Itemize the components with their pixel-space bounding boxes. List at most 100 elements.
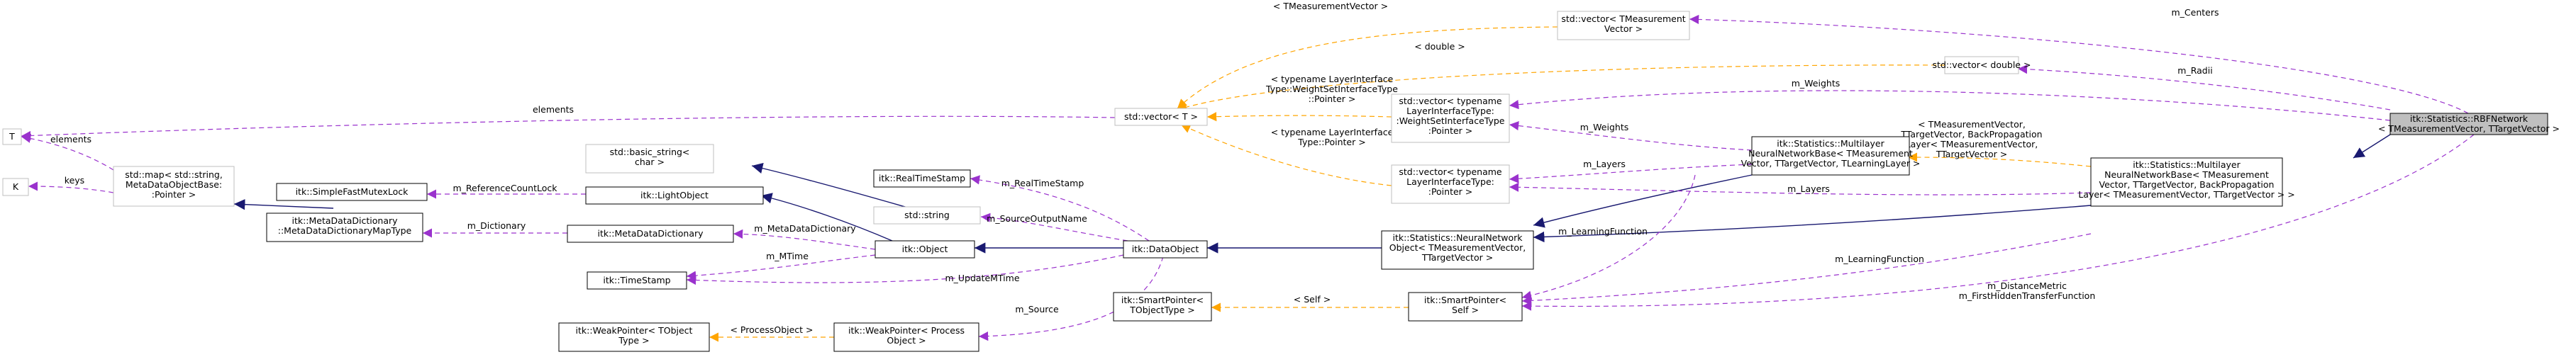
label-m-meta-data-dictionary: m_MetaDataDictionary bbox=[754, 223, 856, 234]
edge-real-time-stamp bbox=[970, 175, 1150, 242]
edge-template-double bbox=[1177, 64, 1945, 112]
node-light-object[interactable]: itk::LightObject bbox=[585, 186, 764, 205]
edge-template-tlayer bbox=[1907, 152, 2092, 167]
label-keys: keys bbox=[65, 175, 84, 186]
node-real-time-stamp[interactable]: itk::RealTimeStamp bbox=[873, 169, 971, 188]
node-vector-double[interactable]: std::vector< double > bbox=[1933, 56, 2031, 74]
nodes-layer: itk::Statistics::RBFNetwork< TMeasuremen… bbox=[2, 11, 2560, 352]
label-m-learning-function-a: m_LearningFunction bbox=[1558, 226, 1648, 237]
node-time-stamp[interactable]: itk::TimeStamp bbox=[587, 271, 687, 290]
node-smart-pointer-self[interactable]: itk::SmartPointer<Self > bbox=[1408, 292, 1523, 322]
node-key-t-label: T bbox=[9, 131, 15, 142]
edge-source bbox=[978, 256, 1164, 341]
label-m-mtime: m_MTime bbox=[766, 251, 809, 261]
node-std-map-label: std::map< std::string,MetaDataObjectBase… bbox=[125, 169, 223, 200]
node-smart-pointer-tobject-label: itk::SmartPointer<TObjectType > bbox=[1121, 295, 1204, 315]
label-m-dictionary: m_Dictionary bbox=[467, 220, 526, 231]
label-self: < Self > bbox=[1294, 294, 1331, 305]
label-m-radii: m_Radii bbox=[2177, 65, 2212, 76]
edge-map-type-to-std-map bbox=[233, 198, 334, 210]
node-data-object-label: itk::DataObject bbox=[1132, 244, 1199, 254]
label-double: < double > bbox=[1414, 41, 1465, 52]
node-vector-double-label: std::vector< double > bbox=[1933, 60, 2031, 70]
node-meta-data-dictionary-map-type[interactable]: itk::MetaDataDictionary::MetaDataDiction… bbox=[266, 212, 423, 242]
node-std-string[interactable]: std::string bbox=[873, 206, 981, 225]
node-light-object-label: itk::LightObject bbox=[640, 190, 709, 200]
node-rbf-network-label: itk::Statistics::RBFNetwork< TMeasuremen… bbox=[2378, 113, 2560, 134]
node-time-stamp-label: itk::TimeStamp bbox=[603, 275, 670, 285]
edge-meta-data-dictionary bbox=[733, 229, 876, 250]
label-process-object: < ProcessObject > bbox=[730, 324, 813, 335]
node-std-basic-string-label: std::basic_string<char > bbox=[610, 147, 690, 167]
edge-template-tmeasurement bbox=[1177, 26, 1558, 109]
edge-keys bbox=[28, 181, 114, 193]
node-smart-pointer-tobject[interactable]: itk::SmartPointer<TObjectType > bbox=[1113, 292, 1212, 322]
node-rbf-network[interactable]: itk::Statistics::RBFNetwork< TMeasuremen… bbox=[2378, 113, 2560, 135]
edge-rbf-to-multilayer-base bbox=[2353, 134, 2391, 159]
label-m-weights-top: m_Weights bbox=[1792, 78, 1841, 89]
node-smart-pointer-self-label: itk::SmartPointer<Self > bbox=[1424, 295, 1506, 315]
edge-object-to-light-object bbox=[760, 193, 893, 242]
label-tmeasurement-vector: < TMeasurementVector > bbox=[1273, 1, 1388, 11]
edge-multilayer-base-to-neural-object bbox=[1533, 205, 2092, 243]
node-object[interactable]: itk::Object bbox=[875, 240, 975, 259]
label-m-real-time-stamp: m_RealTimeStamp bbox=[1001, 178, 1084, 188]
node-meta-data-dictionary-label: itk::MetaDataDictionary bbox=[597, 228, 704, 239]
node-meta-data-dictionary[interactable]: itk::MetaDataDictionary bbox=[567, 225, 734, 243]
edge-source-output-name bbox=[980, 212, 1128, 242]
label-m-layers-low: m_Layers bbox=[1787, 183, 1830, 194]
node-std-map[interactable]: std::map< std::string,MetaDataObjectBase… bbox=[113, 166, 235, 207]
label-m-layers-mid: m_Layers bbox=[1583, 159, 1626, 169]
label-m-update-mtime: m_UpdateMTime bbox=[945, 273, 1019, 283]
edge-layers-low bbox=[1509, 182, 2092, 196]
label-m-first-hidden: m_FirstHiddenTransferFunction bbox=[1959, 290, 2096, 301]
node-meta-data-dictionary-map-type-label: itk::MetaDataDictionary::MetaDataDiction… bbox=[278, 215, 412, 236]
node-key-k-label: K bbox=[13, 181, 19, 192]
edge-mtime bbox=[686, 254, 876, 280]
edge-update-mtime bbox=[686, 254, 1124, 285]
label-m-weights-mid: m_Weights bbox=[1580, 122, 1629, 132]
label-elements-left: elements bbox=[50, 134, 91, 144]
edge-tlayer-to-neural-object bbox=[1533, 174, 1753, 228]
node-object-label: itk::Object bbox=[902, 244, 948, 254]
node-std-basic-string[interactable]: std::basic_string<char > bbox=[585, 144, 714, 174]
edge-elements-left bbox=[21, 133, 114, 171]
node-data-object[interactable]: itk::DataObject bbox=[1123, 240, 1208, 259]
node-std-vector-t[interactable]: std::vector< T > bbox=[1114, 108, 1208, 126]
edge-centers bbox=[1689, 14, 2469, 114]
node-simple-fast-mutex-lock[interactable]: itk::SimpleFastMutexLock bbox=[276, 183, 428, 201]
label-m-centers: m_Centers bbox=[2171, 7, 2219, 18]
node-key-k[interactable]: K bbox=[2, 178, 29, 196]
label-m-distance-metric: m_DistanceMetric bbox=[1987, 280, 2067, 291]
edge-weights-mid bbox=[1509, 120, 1753, 151]
label-m-source: m_Source bbox=[1015, 304, 1059, 314]
label-tlayer-template: < TMeasurementVector,TTargetVector, Back… bbox=[1900, 119, 2042, 159]
edge-learning-function-a bbox=[1521, 174, 1696, 300]
edge-template-layerinterface bbox=[1180, 124, 1392, 186]
label-m-learning-function-b: m_LearningFunction bbox=[1835, 254, 1924, 264]
edge-labels-layer: m_Centers m_Radii m_Weights m_Weights m_… bbox=[50, 1, 2219, 335]
edge-elements-top bbox=[21, 115, 1116, 141]
edges-layer bbox=[21, 14, 2475, 342]
node-key-t[interactable]: T bbox=[2, 128, 22, 145]
edge-distance-metric bbox=[1521, 134, 2475, 311]
